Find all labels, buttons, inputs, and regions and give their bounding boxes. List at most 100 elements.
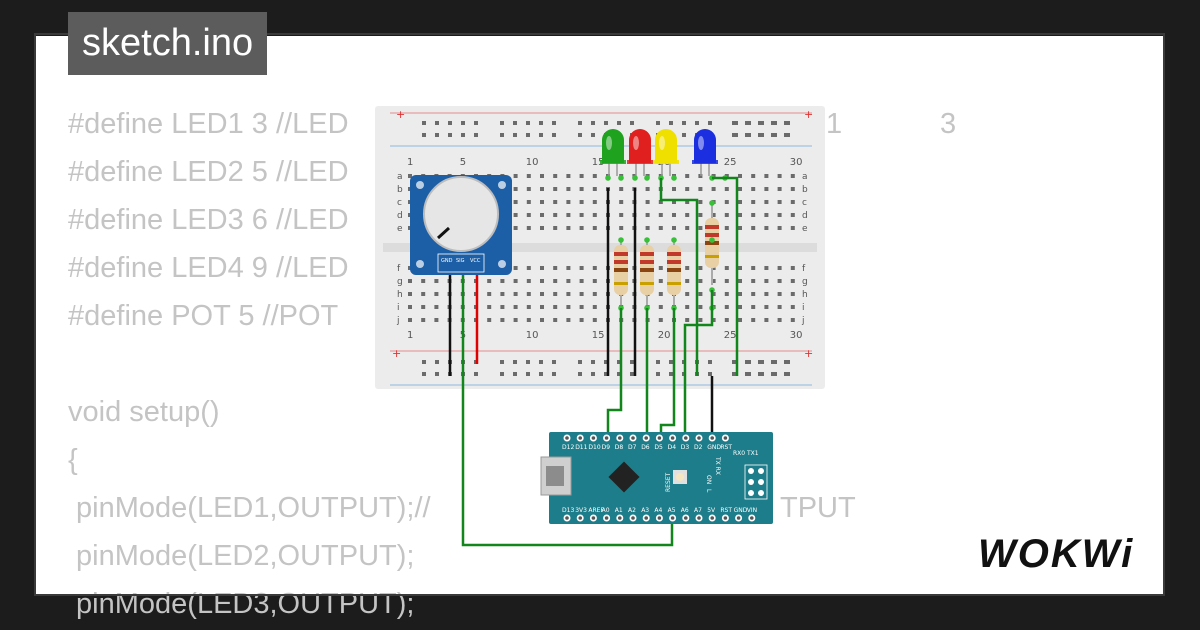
led-yellow[interactable]	[653, 129, 679, 176]
breadboard-hole	[579, 305, 584, 309]
led-green[interactable]	[600, 129, 626, 176]
breadboard-hole	[408, 279, 412, 283]
breadboard-hole	[764, 213, 769, 217]
breadboard-hole	[738, 174, 742, 178]
breadboard-hole	[724, 187, 729, 191]
breadboard-hole	[566, 174, 571, 178]
breadboard-hole	[738, 279, 742, 283]
row-letter: b	[397, 185, 403, 195]
breadboard-hole	[738, 292, 742, 296]
rail-hole	[526, 372, 530, 376]
row-letter: g	[802, 277, 808, 287]
rail-hole	[708, 121, 712, 125]
breadboard-hole	[540, 213, 544, 217]
breadboard-hole	[777, 318, 782, 322]
breadboard-hole	[408, 174, 412, 178]
breadboard-hole	[658, 292, 663, 296]
breadboard-hole	[513, 187, 518, 191]
rail-hole	[732, 133, 736, 137]
rail-plus-label: +	[392, 347, 401, 360]
breadboard-hole	[566, 292, 571, 296]
breadboard-hole	[711, 318, 716, 322]
rail-hole	[500, 133, 504, 137]
arduino-pin-label: RST	[720, 444, 732, 451]
breadboard-hole	[711, 213, 716, 217]
breadboard-hole	[685, 266, 690, 270]
breadboard-hole	[764, 279, 769, 283]
breadboard-hole	[777, 266, 782, 270]
breadboard-hole	[738, 305, 742, 309]
sketch-title[interactable]: sketch.ino	[68, 12, 268, 75]
breadboard-hole	[566, 213, 571, 217]
code-line: #define LED3 6 //LED	[68, 204, 349, 236]
wires[interactable]	[448, 176, 739, 547]
breadboard-hole	[685, 187, 690, 191]
code-line: #define LED4 9 //LED	[68, 252, 349, 284]
breadboard-hole	[553, 174, 558, 178]
rail-hole	[539, 360, 543, 364]
breadboard-hole	[540, 279, 544, 283]
rail-hole	[500, 372, 504, 376]
rail-hole	[617, 372, 621, 376]
rail-hole	[552, 360, 556, 364]
rail-hole	[771, 360, 775, 364]
rail-hole	[630, 372, 634, 376]
arduino-pin-label: D13	[562, 507, 574, 514]
rail-hole	[578, 121, 582, 125]
rail-hole	[591, 372, 595, 376]
pot-pin-label: VCC	[470, 258, 481, 264]
arduino-pin-label: A7	[694, 507, 702, 514]
rail-hole	[784, 121, 788, 125]
rail-hole	[526, 360, 530, 364]
breadboard-hole	[421, 318, 426, 322]
column-number: 1	[407, 330, 413, 341]
pot-pin-label: GND	[441, 258, 453, 264]
rail-hole	[513, 133, 517, 137]
breadboard-hole	[672, 200, 676, 204]
breadboard-hole	[751, 213, 756, 217]
breadboard-hole	[513, 200, 518, 204]
column-number: 25	[724, 157, 737, 168]
breadboard-hole	[738, 266, 742, 270]
row-letter: c	[397, 198, 402, 208]
breadboard-hole	[553, 187, 558, 191]
breadboard-hole	[434, 305, 439, 309]
breadboard-hole	[408, 305, 412, 309]
arduino-pin-label: VIN	[747, 507, 757, 514]
breadboard-hole	[540, 226, 544, 230]
breadboard-hole	[738, 200, 742, 204]
rail-hole	[500, 360, 504, 364]
rail-hole	[708, 372, 712, 376]
resistor[interactable]	[705, 203, 719, 285]
resistor[interactable]	[667, 240, 681, 305]
breadboard-hole	[553, 305, 558, 309]
breadboard-hole	[698, 187, 703, 191]
breadboard-hole	[658, 318, 663, 322]
resistor[interactable]	[614, 240, 628, 305]
row-letter: d	[397, 211, 403, 221]
breadboard-hole	[698, 279, 703, 283]
breadboard-hole	[658, 279, 663, 283]
arduino-pin-label: D10	[588, 444, 600, 451]
arduino-pin-label: D7	[628, 444, 637, 451]
led-blue[interactable]	[692, 129, 718, 176]
rail-hole	[435, 121, 439, 125]
led-red[interactable]	[627, 129, 653, 176]
resistor[interactable]	[640, 240, 654, 305]
breadboard-hole	[619, 187, 624, 191]
breadboard-hole	[500, 279, 505, 283]
arduino-pin-label: A6	[681, 507, 689, 514]
rail-hole	[526, 121, 530, 125]
breadboard-hole	[685, 200, 690, 204]
breadboard-hole	[790, 174, 795, 178]
row-letter: i	[397, 303, 400, 313]
leds[interactable]	[600, 129, 728, 311]
breadboard-hole	[566, 279, 571, 283]
potentiometer[interactable]: GND SIG VCC	[410, 175, 512, 275]
breadboard-hole	[487, 279, 492, 283]
breadboard-hole	[764, 226, 769, 230]
breadboard-hole	[540, 200, 544, 204]
code-fragment: TPUT	[780, 492, 856, 524]
